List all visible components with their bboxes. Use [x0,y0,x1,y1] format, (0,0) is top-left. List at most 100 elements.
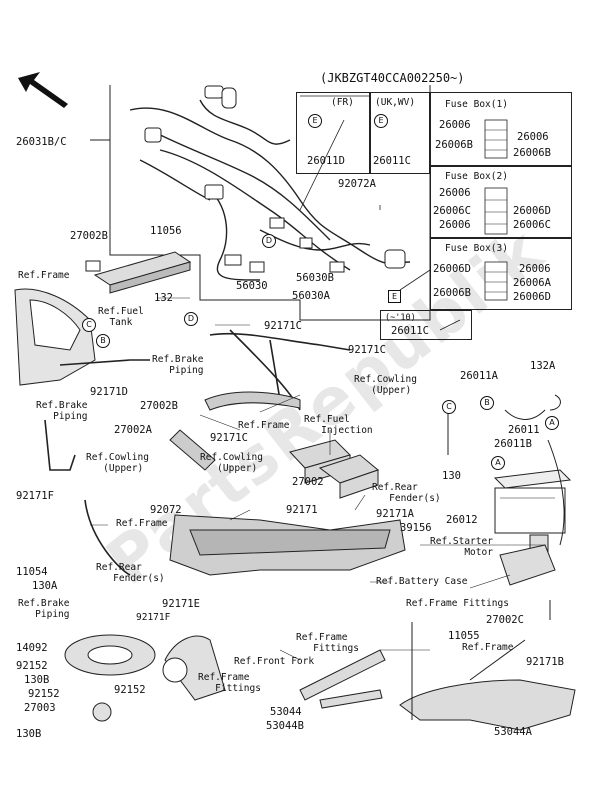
part-26012: 26012 [446,514,478,526]
part-27003: 27003 [24,702,56,714]
box-y10-part: 26011C [391,325,429,337]
part-132a: 132A [530,360,556,372]
fuse-box-1-l1: 26006 [439,119,471,131]
fuse-box-2-title: Fuse Box(2) [445,171,508,182]
fuse-box-3-l2: 26006B [433,287,471,299]
fuse-box-3-title: Fuse Box(3) [445,243,508,254]
part-92152-3: 92152 [114,684,146,696]
fuse-box-1-r2: 26006B [513,147,551,159]
part-92171b: 92171B [526,656,564,668]
main-harness-icon [129,99,411,281]
fuse-box-1-title: Fuse Box(1) [445,99,508,110]
callout-a-1: A [545,416,559,430]
ref-front-fork: Ref.Front Fork [234,656,315,667]
starter-relay-icon [499,534,556,586]
ref-frame-2: Ref.Frame [238,420,290,431]
ref-fuel-tank: Ref.Fuel Tank [98,306,144,328]
part-130: 130 [442,470,461,482]
part-92072: 92072 [150,504,182,516]
ref-frame-4: Ref.Frame [462,642,514,653]
ref-frame-3: Ref.Frame [116,518,168,529]
part-92171e: 92171E [162,598,200,610]
part-92171c-1: 92171C [264,320,302,332]
part-26011: 26011 [508,424,540,436]
ref-fuel-injection: Ref.Fuel Injection [304,414,373,436]
callout-e-2: E [374,114,388,128]
box-y10: (~'10) 26011C [380,310,472,340]
front-arrow-icon [18,72,68,108]
fuse-box-2-r2: 26006C [513,219,551,231]
part-92072a: 92072A [338,178,376,190]
part-27002b: 27002B [70,230,108,242]
part-92171c-3: 92171C [210,432,248,444]
ref-battery-case: Ref.Battery Case [376,576,468,587]
part-56030a: 56030A [292,290,330,302]
part-130b-1: 130B [24,674,50,686]
part-92171f-2: 92171F [136,612,171,623]
part-27002b-2: 27002B [140,400,178,412]
callout-e-1: E [308,114,322,128]
callout-a-2: A [491,456,505,470]
box-fr-part: 26011D [307,155,345,167]
box-ukwv: (UK,WV) 26011C [370,92,430,174]
fuse-box-2: Fuse Box(2) 26006 26006C 26006 26006D 26… [430,166,572,238]
part-53044: 53044 [270,706,302,718]
box-fr-title: (FR) [331,97,354,108]
fuse-box-2-r1: 26006D [513,205,551,217]
fuse-box-3: Fuse Box(3) 26006D 26006B 26006 26006A 2… [430,238,572,310]
part-130b-2: 130B [16,728,42,740]
ref-rear-fender-2: Ref.Rear Fender(s) [96,562,165,584]
part-92152-2: 92152 [28,688,60,700]
part-14092: 14092 [16,642,48,654]
control-unit-icon [289,439,380,499]
ref-brake-piping-3: Ref.Brake Piping [18,598,70,620]
part-132: 132 [154,292,173,304]
part-92171a: 92171A [376,508,414,520]
part-26011b: 26011B [494,438,532,450]
fuse-box-2-l2: 26006C [433,205,471,217]
relay-box-icon [85,251,192,294]
rear-fender-tray-icon [169,514,406,576]
callout-d-1: D [262,234,276,248]
cowling-stay-icon [169,391,301,471]
part-130a: 130A [32,580,58,592]
callout-c-2: C [442,400,456,414]
part-26011a: 26011A [460,370,498,382]
ref-cowling-upper-1: Ref.Cowling (Upper) [354,374,417,396]
callout-e-3: E [388,290,401,303]
part-39156: 39156 [400,522,432,534]
part-27002a: 27002A [114,424,152,436]
box-fr: (FR) 26011D [296,92,370,174]
ref-frame-fittings-2: Ref.Frame Fittings [296,632,359,654]
frame-left-icon [14,288,96,386]
fuse-box-2-l3: 26006 [439,219,471,231]
ref-frame-fittings-3: Ref.Frame Fittings [198,672,261,694]
part-27002c: 27002C [486,614,524,626]
part-92152-1: 92152 [16,660,48,672]
ref-brake-piping-1: Ref.Brake Piping [152,354,204,376]
part-26031bc: 26031B/C [16,136,67,148]
rear-frame-icon [299,649,576,731]
part-27002: 27002 [292,476,324,488]
callout-b-2: B [480,396,494,410]
battery-icon [493,469,572,534]
part-11055: 11055 [448,630,480,642]
fuse-box-3-r1: 26006 [519,263,551,275]
fuse-box-3-r3: 26006D [513,291,551,303]
box-ukwv-title: (UK,WV) [375,97,416,108]
ref-brake-piping-2: Ref.Brake Piping [36,400,88,422]
ref-cowling-upper-3: Ref.Cowling (Upper) [200,452,263,474]
ref-frame-fittings-1: Ref.Frame Fittings [406,598,509,609]
fuse-box-1: Fuse Box(1) 26006 26006B 26006 26006B [430,92,572,166]
part-92171c-2: 92171C [348,344,386,356]
fuse-box-3-l1: 26006D [433,263,471,275]
vin-range: (JKBZGT40CCA002250~) [320,71,465,85]
fuse-box-2-l1: 26006 [439,187,471,199]
fuse-box-1-l2: 26006B [435,139,473,151]
callout-c-1: C [82,318,96,332]
part-56030b: 56030B [296,272,334,284]
part-11056: 11056 [150,225,182,237]
part-53044a: 53044A [494,726,532,738]
